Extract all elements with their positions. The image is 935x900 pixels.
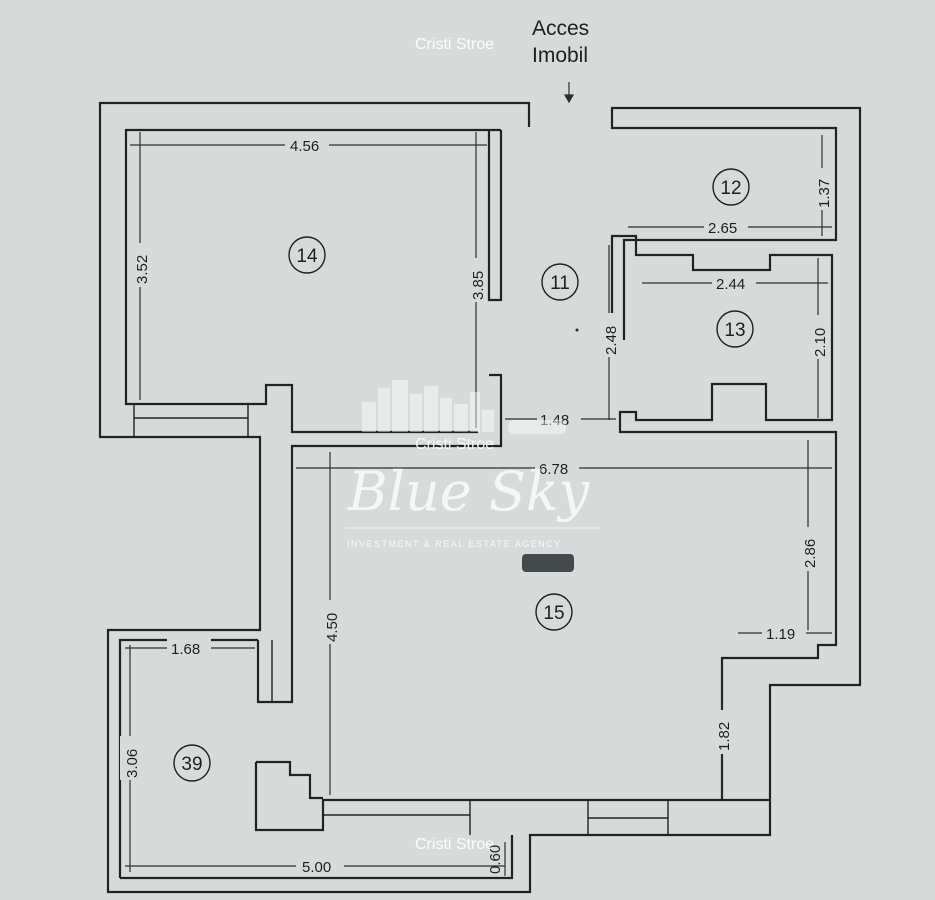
watermark-author-top: Cristi Stroe [415, 36, 494, 53]
dim-2-10: 2.10 [812, 328, 829, 357]
dim-1-68: 1.68 [171, 641, 200, 658]
room-labels: 14 11 12 13 15 39 [173, 168, 754, 782]
dim-3-85: 3.85 [470, 271, 487, 300]
dot-mark [575, 328, 579, 332]
room-number-14: 14 [296, 246, 318, 267]
dim-1-48: 1.48 [540, 412, 569, 429]
city-skyline-icon [362, 380, 566, 434]
room-number-11: 11 [550, 273, 570, 294]
watermark: Cristi Stroe Cristi Stroe Cristi Stroe B… [345, 36, 600, 853]
dim-1-19: 1.19 [766, 626, 795, 643]
dim-2-86: 2.86 [802, 539, 819, 568]
dim-6-78: 6.78 [539, 461, 568, 478]
room-number-39: 39 [181, 754, 202, 775]
access-label-line2: Imobil [532, 44, 588, 67]
dim-1-82: 1.82 [716, 722, 733, 751]
walls [98, 101, 862, 894]
watermark-tagline: INVESTMENT & REAL ESTATE AGENCY [347, 539, 562, 549]
room-number-13: 13 [724, 320, 745, 341]
room-number-12: 12 [720, 178, 741, 199]
dimension-labels: 4.56 3.52 3.85 1.37 2.65 2.44 2.48 2.10 … [120, 134, 833, 876]
dim-5-00: 5.00 [302, 859, 331, 876]
dim-0-60: 0.60 [487, 845, 504, 874]
watermark-author-bottom: Cristi Stroe [415, 836, 494, 853]
dim-4-56: 4.56 [290, 138, 319, 155]
dim-3-52: 3.52 [134, 255, 151, 284]
dim-2-44: 2.44 [716, 276, 745, 293]
access-label-line1: Acces [532, 17, 589, 40]
dim-3-06: 3.06 [124, 749, 141, 778]
room-number-15: 15 [543, 603, 564, 624]
blurred-mark [522, 554, 574, 572]
dim-2-48: 2.48 [603, 326, 620, 355]
watermark-brand: Blue Sky [347, 460, 591, 523]
dim-2-65: 2.65 [708, 220, 737, 237]
dim-1-37: 1.37 [816, 179, 833, 208]
dim-4-50: 4.50 [324, 613, 341, 642]
watermark-author-center: Cristi Stroe [415, 436, 494, 453]
